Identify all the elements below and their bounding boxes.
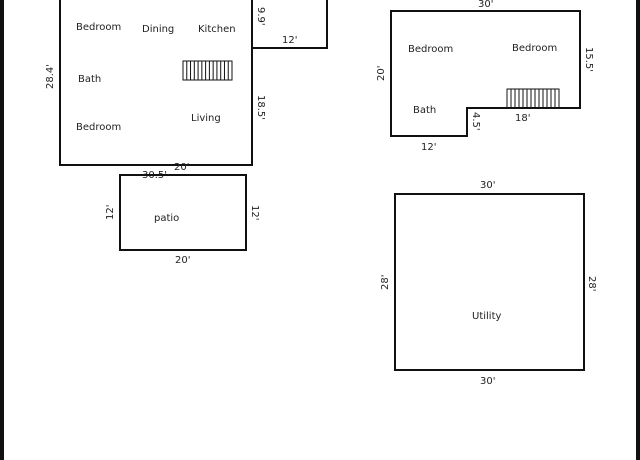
room-label-kitchen: Kitchen xyxy=(198,24,236,35)
room-label-bedroom-upper-right: Bedroom xyxy=(512,43,557,54)
upper-floor-plan: Bedroom Bedroom Bath 30' 20' 15.5' 4.5' … xyxy=(376,0,594,153)
room-label-dining: Dining xyxy=(142,24,174,35)
dim-label-20-upper: 20' xyxy=(376,66,387,81)
room-label-bedroom-upper-left: Bedroom xyxy=(408,44,453,55)
dim-label-18-5: 18.5' xyxy=(255,95,266,120)
dim-label-20-main: 20' xyxy=(174,162,189,173)
dim-label-12: 12' xyxy=(282,35,297,46)
patio-outline xyxy=(119,174,247,251)
dim-label-9-9: 9.9' xyxy=(255,7,266,26)
room-label-bedroom-top: Bedroom xyxy=(76,22,121,33)
utility-outline xyxy=(394,193,585,371)
utility-plan: Utility 30' 28' 28' 30' xyxy=(380,180,597,387)
room-label-bedroom-bottom: Bedroom xyxy=(76,122,121,133)
dim-label-12-patio-left: 12' xyxy=(105,205,116,220)
dim-label-15-5: 15.5' xyxy=(583,47,594,72)
room-label-bath-upper: Bath xyxy=(413,105,436,116)
dim-label-30-upper: 30' xyxy=(478,0,493,10)
room-label-patio: patio xyxy=(154,213,179,224)
dim-label-28-utility-right: 28' xyxy=(586,276,597,291)
dim-label-12-patio-right: 12' xyxy=(249,205,260,220)
dim-label-28-utility-left: 28' xyxy=(380,275,391,290)
dim-label-30-utility-top: 30' xyxy=(480,180,495,191)
dim-label-18: 18' xyxy=(515,113,530,124)
dim-label-12-upper: 12' xyxy=(421,142,436,153)
room-label-bath: Bath xyxy=(78,74,101,85)
upper-floor-outline xyxy=(390,10,581,137)
main-floor-plan: Bedroom Dining Kitchen Bath Living Bedro… xyxy=(45,0,328,181)
main-floor-stairs xyxy=(182,60,233,81)
room-label-utility: Utility xyxy=(472,311,501,322)
main-floor-outline xyxy=(59,0,328,166)
upper-floor-stairs xyxy=(506,88,560,109)
dim-label-4-5: 4.5' xyxy=(470,112,481,131)
dim-label-28-4: 28.4' xyxy=(45,64,56,89)
patio-plan: patio 12' 12' 20' xyxy=(105,174,260,266)
room-label-living: Living xyxy=(191,113,221,124)
dim-label-30-utility-bottom: 30' xyxy=(480,376,495,387)
dim-label-20-patio: 20' xyxy=(175,255,190,266)
